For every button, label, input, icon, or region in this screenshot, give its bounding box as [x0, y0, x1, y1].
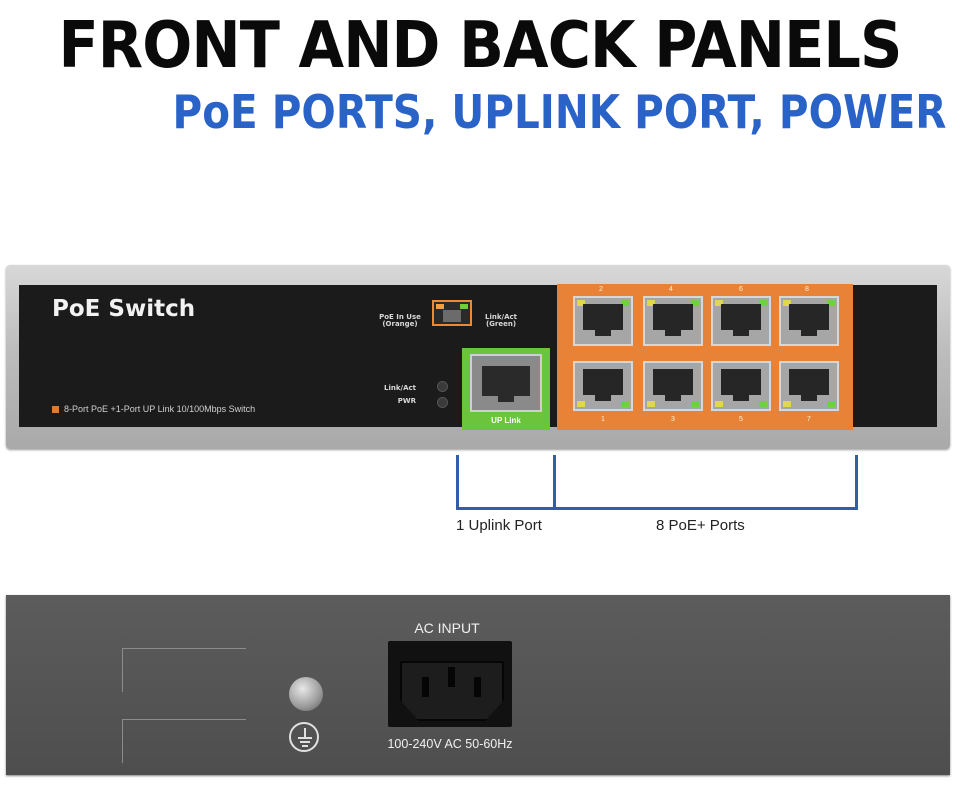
port-number-3: 3: [671, 416, 675, 423]
page-title: FRONT AND BACK PANELS: [58, 9, 903, 83]
legend-port-icon: [432, 300, 472, 326]
ac-input-label: AC INPUT: [414, 620, 480, 636]
port-number-2: 2: [599, 286, 603, 293]
uplink-port[interactable]: [470, 354, 542, 412]
poe-port-4[interactable]: [643, 296, 703, 346]
back-panel-line: [122, 648, 123, 692]
led-linkact-indicator: [437, 381, 448, 392]
uplink-port-label: UP Link: [491, 416, 521, 425]
poe-bracket-bottom: [556, 507, 858, 510]
poe-port-8[interactable]: [779, 296, 839, 346]
uplink-bracket-bottom: [456, 507, 556, 510]
back-panel-line: [122, 719, 123, 763]
ground-screw-icon: [289, 677, 323, 711]
model-label: 8-Port PoE +1-Port UP Link 10/100Mbps Sw…: [52, 404, 255, 414]
port-number-5: 5: [739, 416, 743, 423]
poe-port-2[interactable]: [573, 296, 633, 346]
page-subtitle: PoE PORTS, UPLINK PORT, POWER: [172, 85, 946, 139]
port-number-1: 1: [601, 416, 605, 423]
poe-port-5[interactable]: [711, 361, 771, 411]
uplink-bracket-left: [456, 455, 459, 510]
led-pwr-indicator: [437, 397, 448, 408]
back-panel-line: [122, 719, 246, 720]
legend-poe-in-use: PoE In Use (Orange): [379, 313, 421, 328]
port-number-6: 6: [739, 286, 743, 293]
port-number-7: 7: [807, 416, 811, 423]
ground-symbol-icon: [289, 722, 319, 752]
poe-ports-block: 2 4 6 8 1 3 5 7: [557, 284, 853, 430]
led-pwr-label: PWR: [397, 397, 416, 405]
caption-poe-ports: 8 PoE+ Ports: [656, 517, 745, 534]
legend-link-act: Link/Act (Green): [485, 313, 517, 328]
poe-port-7[interactable]: [779, 361, 839, 411]
caption-uplink-port: 1 Uplink Port: [456, 517, 542, 534]
back-panel-line: [122, 648, 246, 649]
model-marker-icon: [52, 406, 59, 413]
ac-socket-inlet: [400, 661, 504, 721]
poe-bracket-right: [855, 455, 858, 510]
port-number-4: 4: [669, 286, 673, 293]
brand-label: PoE Switch: [52, 296, 196, 322]
uplink-bracket-right: [553, 455, 556, 510]
model-text: 8-Port PoE +1-Port UP Link 10/100Mbps Sw…: [64, 404, 256, 414]
poe-port-1[interactable]: [573, 361, 633, 411]
poe-port-3[interactable]: [643, 361, 703, 411]
poe-port-6[interactable]: [711, 296, 771, 346]
led-linkact-label: Link/Act: [384, 384, 416, 392]
voltage-label: 100-240V AC 50-60Hz: [387, 737, 513, 751]
port-number-8: 8: [805, 286, 809, 293]
